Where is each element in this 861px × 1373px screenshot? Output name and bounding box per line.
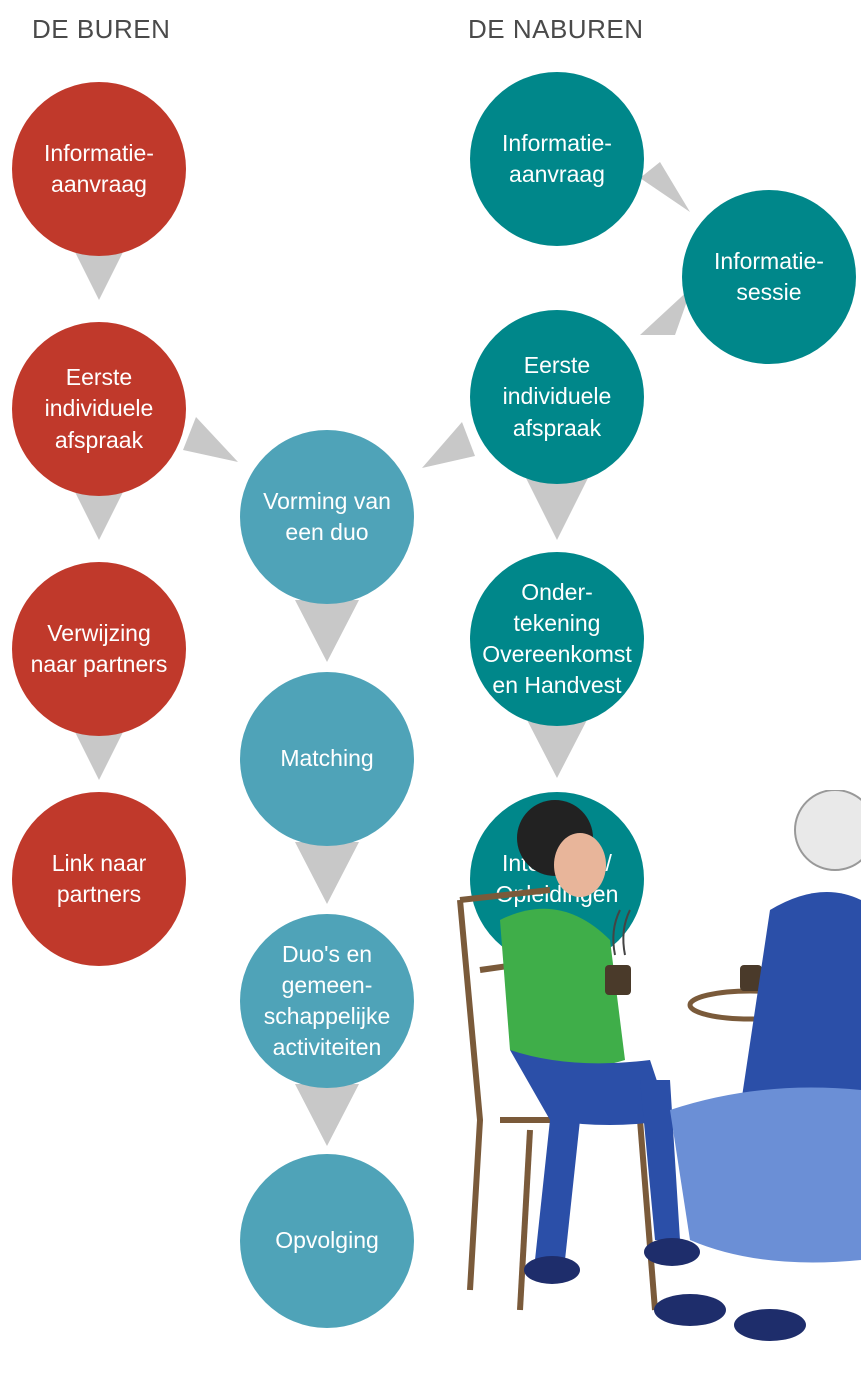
arrow-down-icon bbox=[295, 600, 359, 662]
node-label: Eerste individuele afspraak bbox=[502, 352, 612, 441]
node-label: Matching bbox=[280, 745, 374, 772]
arrow-down-icon bbox=[295, 1084, 359, 1146]
node-label: Vorming van een duo bbox=[263, 487, 391, 545]
naburen-node-eerste-afspraak: Eerste individuele afspraak bbox=[470, 310, 644, 484]
naburen-node-ondertekening: Onder- tekening Overeenkomst en Handvest bbox=[470, 552, 644, 726]
buren-node-verwijzing: Verwijzing naar partners bbox=[12, 562, 186, 736]
arrow-diagonal-icon bbox=[640, 287, 692, 335]
arrow-down-icon bbox=[525, 476, 589, 540]
node-label: Onder- tekening Overeenkomst en Handvest bbox=[482, 578, 632, 699]
shared-node-vorming-duo: Vorming van een duo bbox=[240, 430, 414, 604]
node-label: Informatie- aanvraag bbox=[502, 129, 612, 187]
arrow-down-icon bbox=[295, 842, 359, 904]
shared-node-duos-activiteiten: Duo's en gemeen- schappelijke activiteit… bbox=[240, 914, 414, 1088]
arrow-diagonal-icon bbox=[422, 422, 475, 468]
node-label: Duo's en gemeen- schappelijke activiteit… bbox=[263, 940, 391, 1061]
arrow-down-icon bbox=[525, 716, 589, 778]
person-left bbox=[500, 800, 700, 1284]
buren-node-informatieaanvraag: Informatie- aanvraag bbox=[12, 82, 186, 256]
buren-node-link-partners: Link naar partners bbox=[12, 792, 186, 966]
two-people-drinking-coffee-illustration bbox=[457, 790, 861, 1341]
arrow-diagonal-icon bbox=[640, 162, 690, 212]
naburen-node-informatiesessie: Informatie- sessie bbox=[682, 190, 856, 364]
person-right bbox=[654, 790, 861, 1341]
title-de-buren: DE BUREN bbox=[32, 14, 171, 44]
arrow-diagonal-icon bbox=[183, 417, 238, 462]
node-label: Opvolging bbox=[275, 1227, 379, 1254]
node-label: Eerste individuele afspraak bbox=[44, 364, 154, 453]
node-label: Link naar partners bbox=[51, 849, 147, 907]
shared-node-matching: Matching bbox=[240, 672, 414, 846]
title-de-naburen: DE NABUREN bbox=[468, 14, 644, 44]
naburen-node-informatieaanvraag: Informatie- aanvraag bbox=[470, 72, 644, 246]
node-label: Informatie- sessie bbox=[714, 247, 824, 305]
shared-node-opvolging: Opvolging bbox=[240, 1154, 414, 1328]
node-label: Informatie- aanvraag bbox=[44, 139, 154, 197]
buren-node-eerste-afspraak: Eerste individuele afspraak bbox=[12, 322, 186, 496]
node-label: Verwijzing naar partners bbox=[30, 619, 168, 677]
